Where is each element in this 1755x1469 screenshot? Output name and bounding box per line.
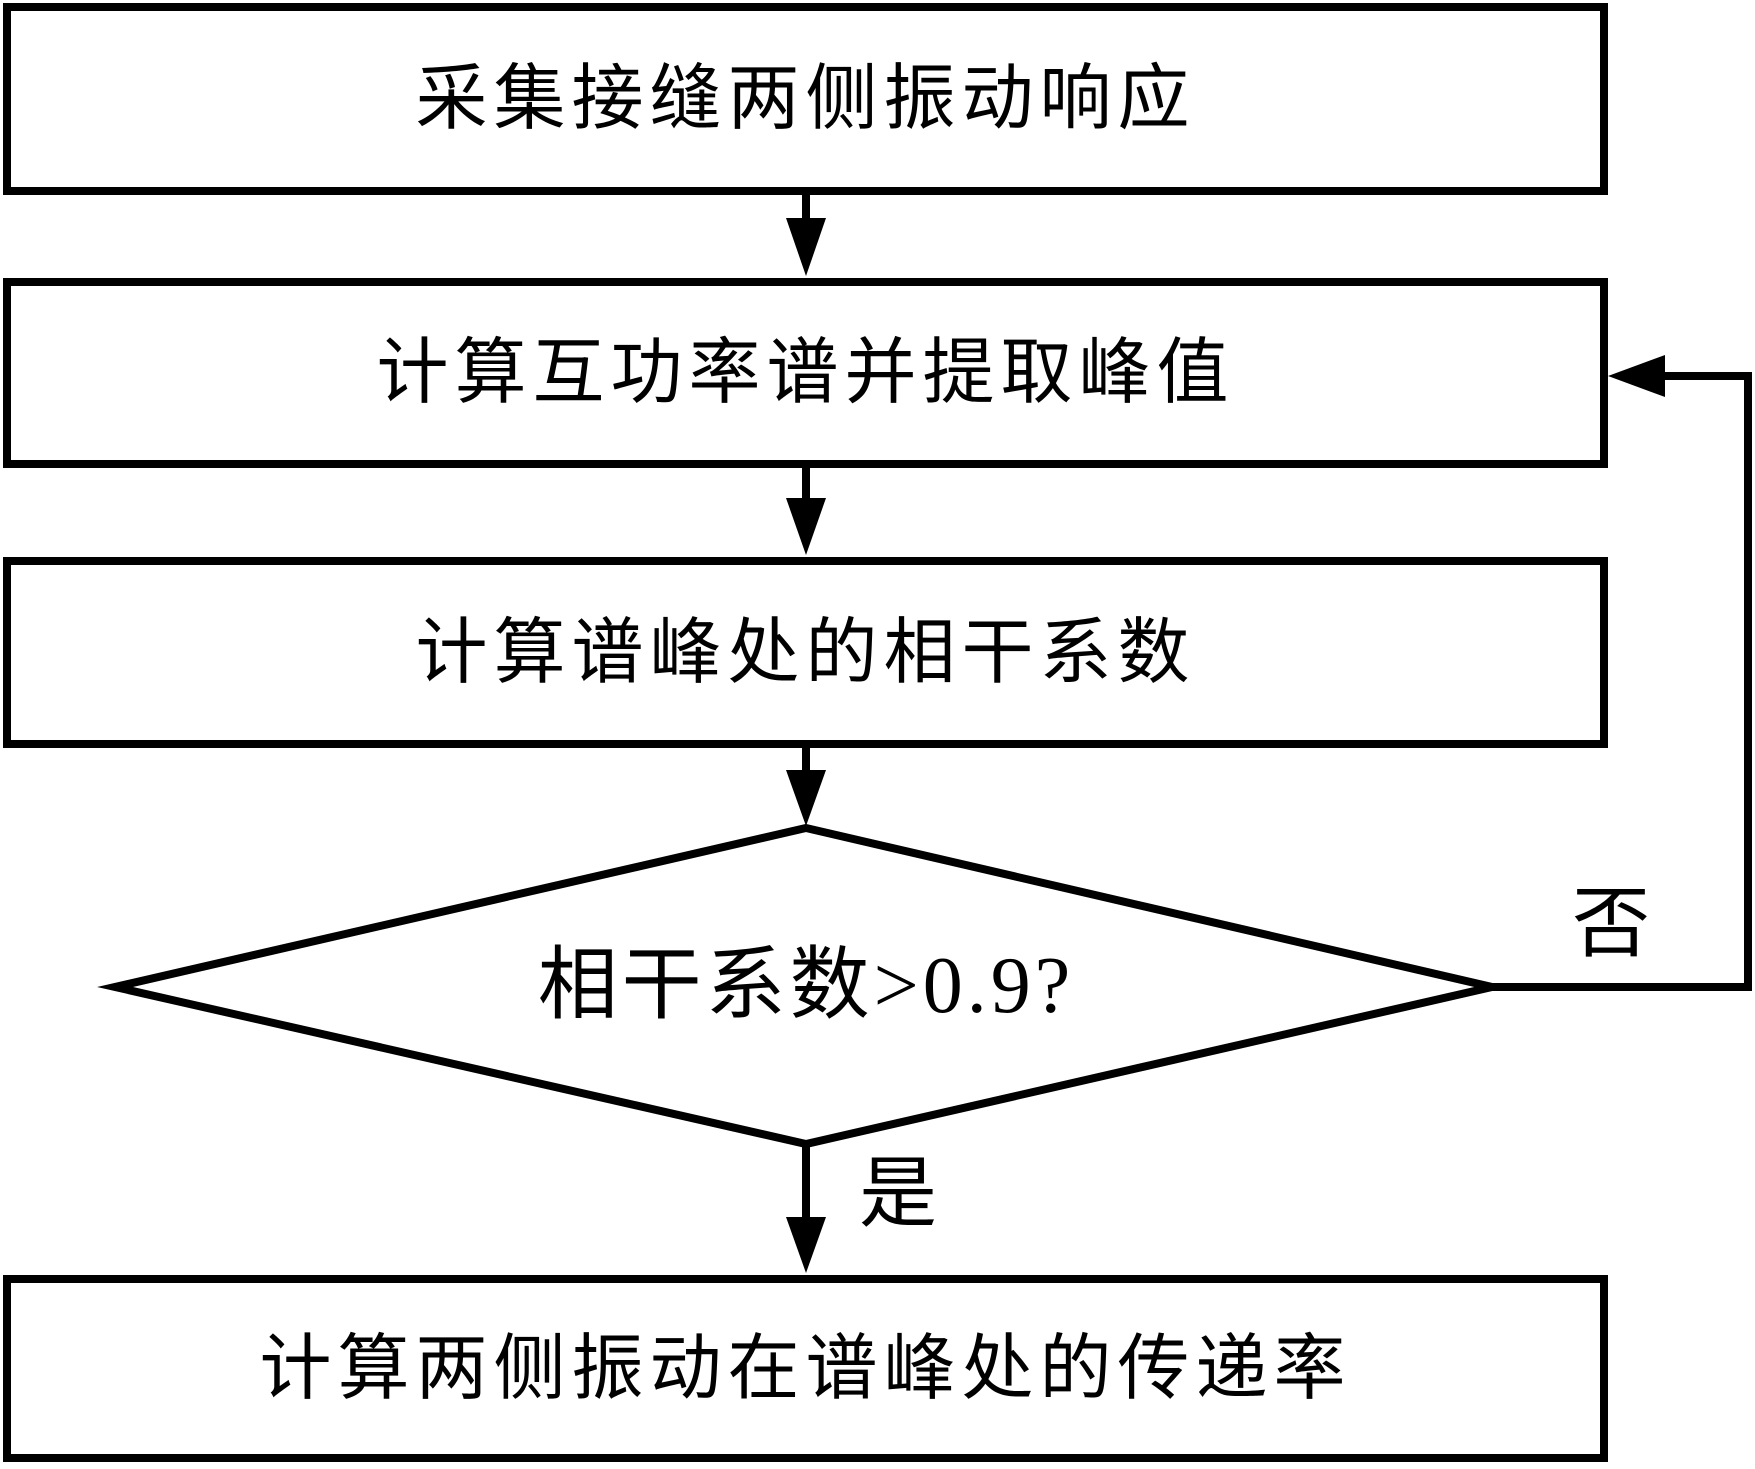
process-box-coherence: 计算谱峰处的相干系数	[3, 557, 1608, 748]
process-label-coherence: 计算谱峰处的相干系数	[415, 612, 1196, 693]
arrowhead-collect-to-cross	[786, 218, 826, 276]
process-label-collect: 采集接缝两侧振动响应	[415, 59, 1196, 139]
process-label-cross-spectrum: 计算互功率谱并提取峰值	[376, 333, 1235, 413]
arrowhead-coherence-to-decision	[786, 770, 826, 826]
process-box-transmissibility: 计算两侧振动在谱峰处的传递率	[3, 1275, 1608, 1462]
yes-branch-label: 是	[858, 1150, 937, 1237]
no-branch-label: 否	[1571, 880, 1650, 967]
decision-label: 相干系数>0.9?	[537, 942, 1075, 1030]
process-box-collect: 采集接缝两侧振动响应	[3, 3, 1608, 195]
arrowhead-cross-to-coherence	[786, 498, 826, 555]
yes-branch-arrowhead	[786, 1217, 826, 1273]
process-box-cross-spectrum: 计算互功率谱并提取峰值	[3, 278, 1608, 468]
process-label-transmissibility: 计算两侧振动在谱峰处的传递率	[259, 1328, 1352, 1409]
no-branch-arrowhead	[1608, 355, 1665, 397]
no-branch-line	[1492, 372, 1752, 991]
